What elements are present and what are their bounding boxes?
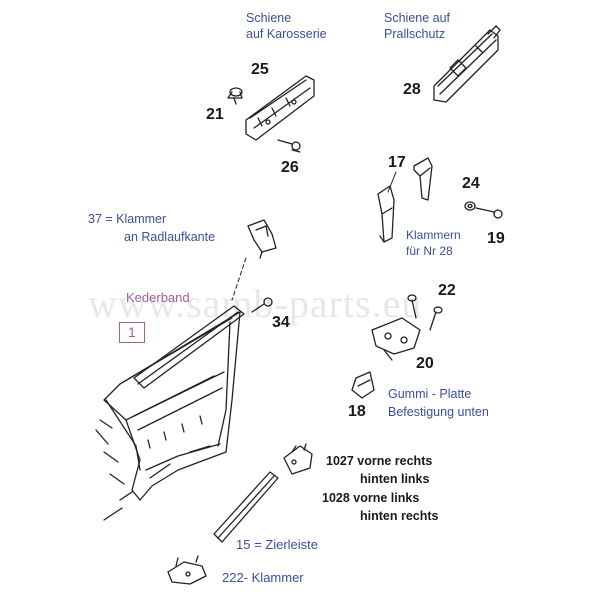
part-number-21: 21 xyxy=(206,106,224,123)
label-clip-37-line1: 37 = Klammer xyxy=(88,212,167,226)
washer-part-24 xyxy=(464,201,476,211)
label-rubber-plate-line1: Gummi - Platte xyxy=(388,387,472,401)
label-rail-bumper-line2: Prallschutz xyxy=(384,27,446,41)
label-rail-bumper-line1: Schiene auf xyxy=(384,11,451,25)
part-number-19: 19 xyxy=(487,230,505,247)
part-number-34: 34 xyxy=(272,314,290,331)
label-1027-line2: hinten links xyxy=(360,472,430,486)
label-clip-222: 222- Klammer xyxy=(222,570,304,585)
screw-part-21 xyxy=(227,87,243,105)
label-1028-line2: hinten rechts xyxy=(360,509,439,523)
watermark: www.samb-parts.eu xyxy=(88,281,423,326)
part-number-box-1: 1 xyxy=(119,322,145,344)
label-1027-line1: 1027 vorne rechts xyxy=(326,454,433,468)
plate-part-20 xyxy=(371,317,421,361)
label-clips-line1: Klammern xyxy=(406,228,461,242)
part-number-26: 26 xyxy=(281,159,299,176)
part-number-25: 25 xyxy=(251,61,269,78)
screw-part-34 xyxy=(251,297,273,313)
label-1028-line1: 1028 vorne links xyxy=(322,491,420,505)
screw-part-22 xyxy=(407,294,443,331)
label-rubber-plate-line2: Befestigung unten xyxy=(388,405,489,419)
side-panel-part-1 xyxy=(95,311,241,521)
label-clip-37-line2: an Radlaufkante xyxy=(124,230,216,244)
clip-part-37 xyxy=(247,219,277,259)
part-number-20: 20 xyxy=(416,355,434,372)
rubber-plate-part-18 xyxy=(351,371,375,399)
label-rail-body-line1: Schiene xyxy=(246,11,292,25)
clip-part-1027-1028 xyxy=(283,443,313,475)
welt-strip-kederband xyxy=(133,305,245,389)
screw-part-26 xyxy=(277,139,301,153)
part-number-18: 18 xyxy=(348,403,366,420)
part-number-28: 28 xyxy=(403,81,421,98)
label-clips-line2: für Nr 28 xyxy=(406,244,453,258)
part-number-22: 22 xyxy=(438,282,456,299)
clip-part-222 xyxy=(167,555,207,585)
screw-part-19 xyxy=(475,207,503,219)
trim-strip-part-15 xyxy=(213,471,279,543)
label-welt-strip: Kederband xyxy=(126,290,190,305)
part-number-17: 17 xyxy=(388,154,406,171)
part-number-24: 24 xyxy=(462,175,480,192)
rail-on-body-part-25 xyxy=(245,75,315,141)
label-trim-strip-15: 15 = Zierleiste xyxy=(236,537,319,552)
label-rail-body-line2: auf Karosserie xyxy=(246,27,327,41)
rail-on-bumper-part-28 xyxy=(433,25,501,103)
